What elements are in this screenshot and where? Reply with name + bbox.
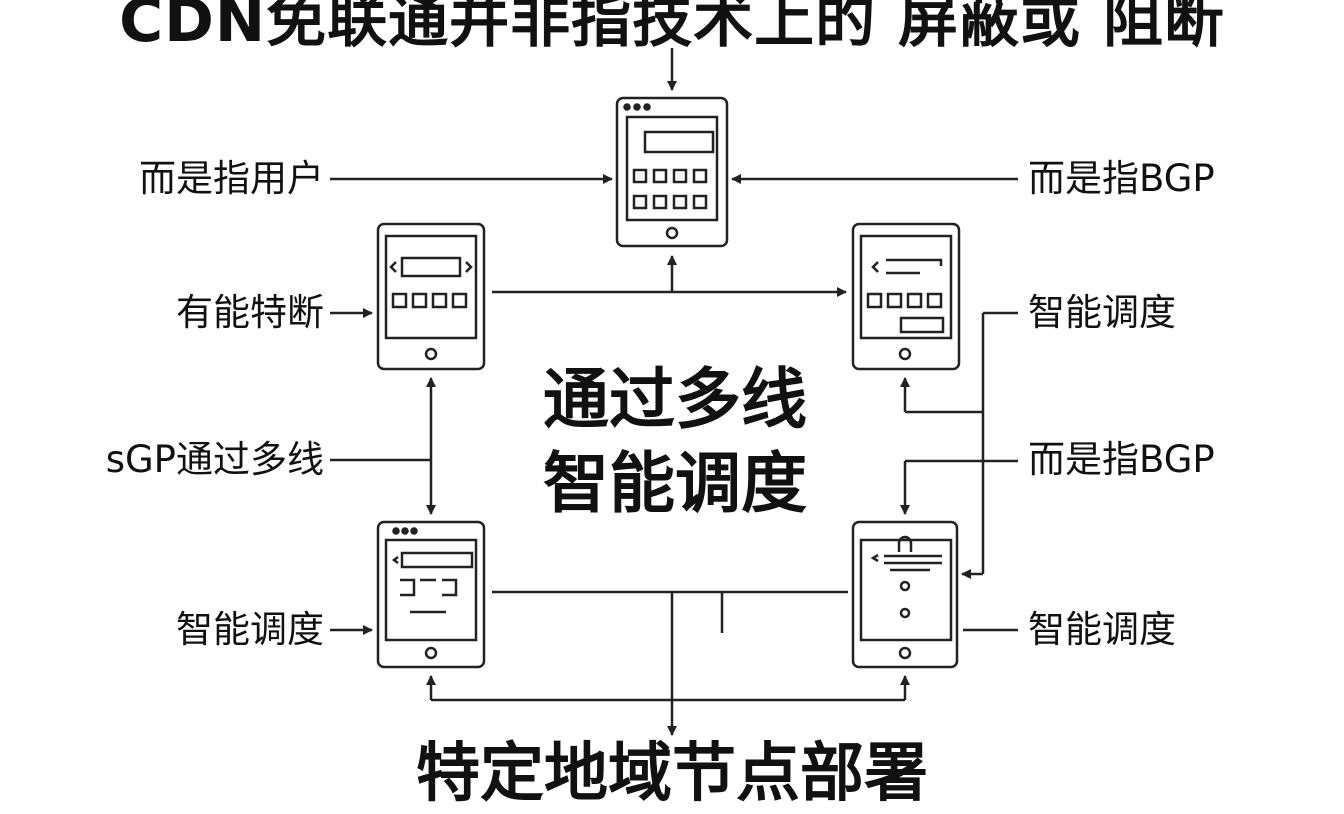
diagram-canvas xyxy=(330,48,1018,736)
diagram-footer: 特定地域节点部署 xyxy=(416,737,928,811)
device-bottom-left xyxy=(376,520,486,669)
label-right-mid: 智能调度 xyxy=(1028,291,1176,334)
label-right-lower: 而是指BGP xyxy=(1028,438,1215,481)
device-bottom-right xyxy=(851,520,959,669)
device-mid-right xyxy=(851,222,961,371)
center-text: 通过多线 智能调度 xyxy=(470,358,880,526)
diagram-title: CDN免联通并非指技术上的 屏蔽或 阻断 xyxy=(119,0,1225,56)
center-line-2: 智能调度 xyxy=(543,445,807,522)
label-right-top: 而是指BGP xyxy=(1028,157,1215,200)
label-left-lower: sGP通过多线 xyxy=(105,438,324,481)
label-left-top: 而是指用户 xyxy=(139,157,324,200)
connectors xyxy=(330,48,1018,736)
label-left-mid: 有能特断 xyxy=(176,291,324,334)
label-right-bottom: 智能调度 xyxy=(1028,608,1176,651)
device-mid-left xyxy=(376,222,486,371)
label-left-bottom: 智能调度 xyxy=(176,608,324,651)
center-line-1: 通过多线 xyxy=(543,361,807,438)
device-top-center xyxy=(615,96,729,248)
